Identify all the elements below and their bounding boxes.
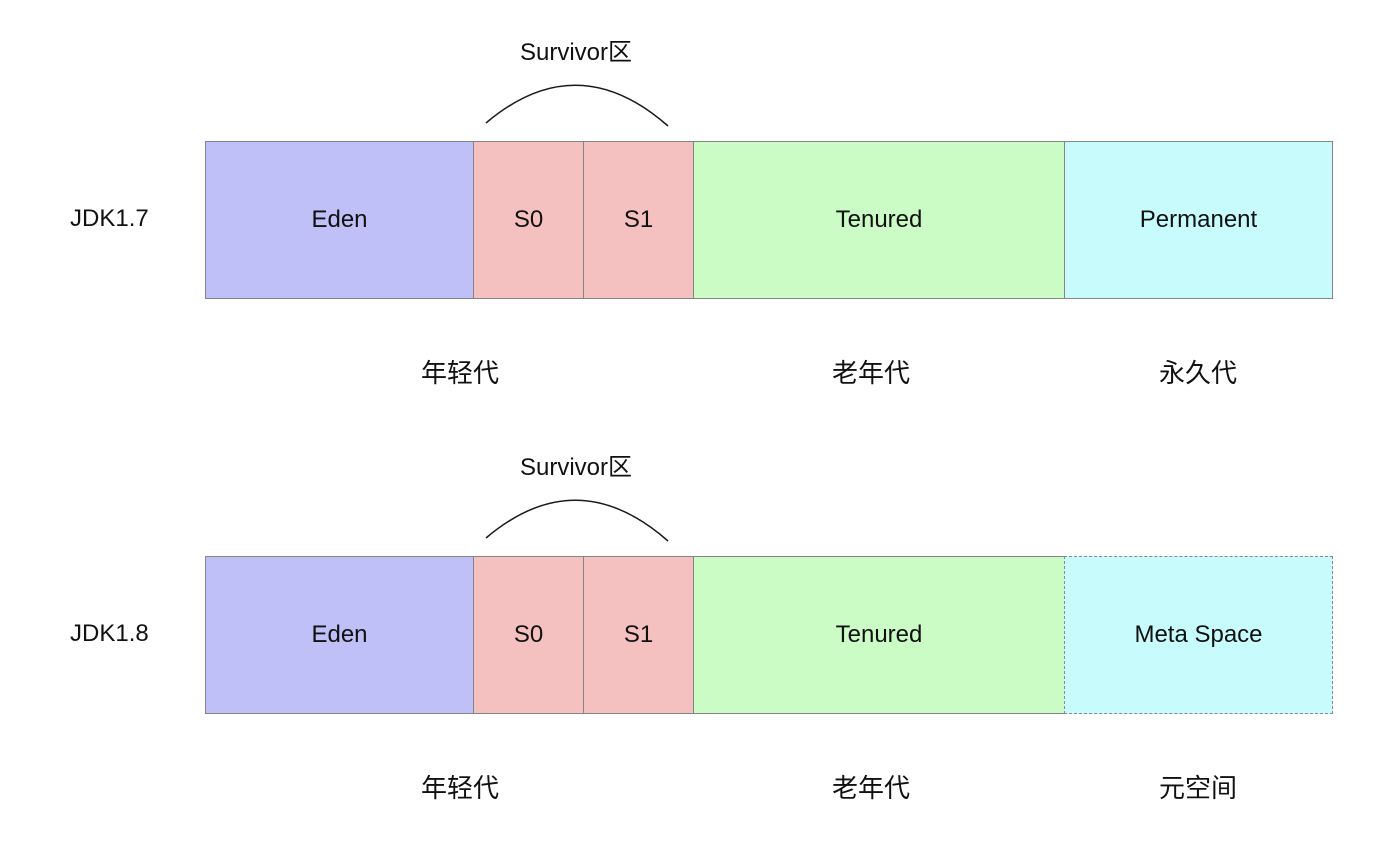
jdk17-survivor-label: Survivor区 (519, 39, 633, 66)
jdk17-tenured-region: Tenured (693, 141, 1065, 299)
jdk18-tenured-region: Tenured (693, 556, 1065, 714)
jdk18-heap-bar: Eden S0 S1 Tenured Meta Space (205, 556, 1333, 714)
jdk18-young-gen-label: 年轻代 (420, 773, 500, 803)
jdk17-eden-region: Eden (205, 141, 474, 299)
jdk18-survivor-arc-path (485, 499, 669, 542)
jdk17-old-gen-label: 老年代 (831, 358, 911, 388)
jdk17-young-gen-label: 年轻代 (420, 358, 500, 388)
jdk18-row-label: JDK1.8 (70, 620, 149, 647)
jdk17-s0-region: S0 (473, 141, 584, 299)
jdk17-s1-region: S1 (583, 141, 694, 299)
jdk17-survivor-arc-path (485, 84, 669, 127)
jdk18-survivor-label: Survivor区 (519, 454, 633, 481)
jdk17-permanent-region: Permanent (1064, 141, 1333, 299)
jdk18-s1-region: S1 (583, 556, 694, 714)
jdk18-eden-region: Eden (205, 556, 474, 714)
jdk18-survivor-arc (485, 499, 669, 542)
jdk18-old-gen-label: 老年代 (831, 773, 911, 803)
jdk17-heap-bar: Eden S0 S1 Tenured Permanent (205, 141, 1333, 299)
jdk18-meta-space-label: 元空间 (1158, 773, 1238, 803)
jdk17-survivor-arc (485, 84, 669, 127)
jdk17-perm-gen-label: 永久代 (1158, 358, 1238, 388)
jdk18-s0-region: S0 (473, 556, 584, 714)
jdk17-row-label: JDK1.7 (70, 205, 149, 232)
jdk18-metaspace-region: Meta Space (1064, 556, 1333, 714)
